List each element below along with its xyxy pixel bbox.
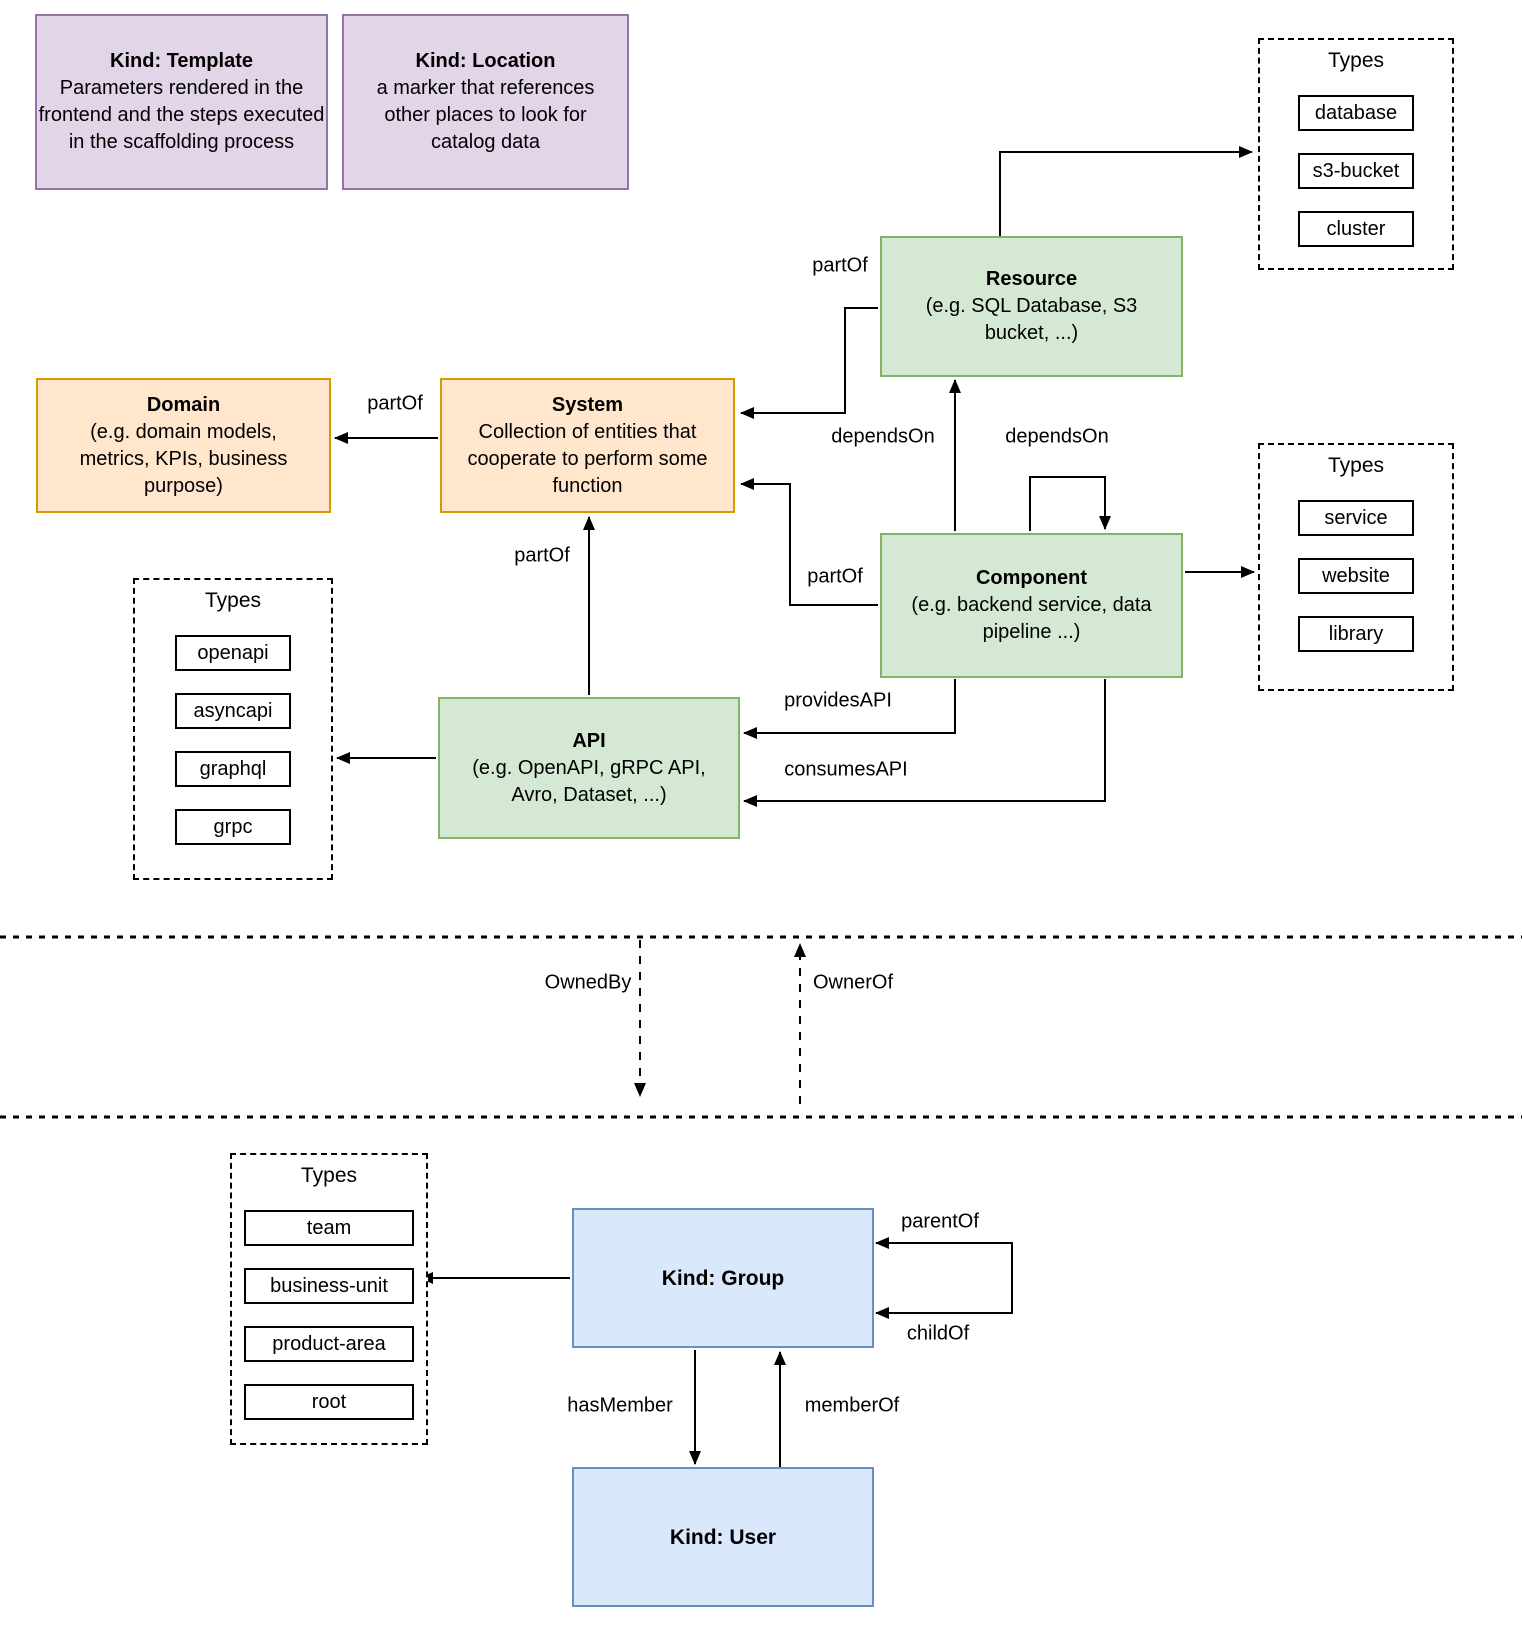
type-item: openapi (175, 635, 291, 671)
edge-label-childof: childOf (903, 1322, 973, 1346)
type-item: s3-bucket (1298, 153, 1414, 189)
node-description: (e.g. domain models, metrics, KPIs, busi… (79, 420, 288, 497)
node-system: System Collection of entities that coope… (440, 378, 735, 513)
edge-resource-to-types (999, 146, 1253, 236)
edge-label-hasmember: hasMember (564, 1394, 676, 1418)
node-title: Kind: Group (661, 1266, 785, 1290)
node-title: Kind: Location (415, 50, 556, 72)
node-kind-template: Kind: Template Parameters rendered in th… (35, 14, 328, 190)
type-item: library (1298, 616, 1414, 652)
node-title: Resource (985, 268, 1078, 290)
node-api: API (e.g. OpenAPI, gRPC API, Avro, Datas… (438, 697, 740, 839)
edge-group-parentof-childof-loop (875, 1237, 1013, 1319)
node-resource: Resource (e.g. SQL Database, S3 bucket, … (880, 236, 1183, 377)
type-item: service (1298, 500, 1414, 536)
node-kind-user: Kind: User (572, 1467, 874, 1607)
edge-label-partof-api-system: partOf (511, 544, 573, 568)
type-item: root (244, 1384, 414, 1420)
edge-label-consumesapi: consumesAPI (781, 758, 911, 782)
edge-label-partof-component-system: partOf (804, 565, 866, 589)
node-description: (e.g. OpenAPI, gRPC API, Avro, Dataset, … (472, 756, 706, 806)
edge-label-partof-system-domain: partOf (364, 392, 426, 416)
edge-label-partof-resource-system: partOf (809, 254, 871, 278)
types-panel-component: Types service website library (1258, 443, 1454, 691)
types-panel-group: Types team business-unit product-area ro… (230, 1153, 428, 1445)
type-item: product-area (244, 1326, 414, 1362)
node-title: Domain (146, 393, 221, 416)
node-domain: Domain (e.g. domain models, metrics, KPI… (36, 378, 331, 513)
types-panel-title: Types (1327, 454, 1385, 477)
node-kind-location: Kind: Location a marker that references … (342, 14, 629, 190)
types-panel-api: Types openapi asyncapi graphql grpc (133, 578, 333, 880)
type-item: database (1298, 95, 1414, 131)
type-item: graphql (175, 751, 291, 787)
type-item: business-unit (244, 1268, 414, 1304)
types-panel-resource: Types database s3-bucket cluster (1258, 38, 1454, 270)
type-item: grpc (175, 809, 291, 845)
edge-component-consumesapi (743, 679, 1106, 807)
edge-label-dependson-self: dependsOn (1002, 425, 1112, 449)
node-description: (e.g. SQL Database, S3 bucket, ...) (925, 295, 1138, 344)
node-title: Component (975, 567, 1088, 589)
type-item: website (1298, 558, 1414, 594)
node-title: Kind: User (669, 1525, 777, 1549)
edge-resource-partof-system (740, 307, 878, 419)
node-description: (e.g. backend service, data pipeline ...… (911, 594, 1152, 643)
edge-component-partof-system (740, 478, 878, 606)
edge-label-ownerof: OwnerOf (809, 971, 897, 995)
node-description: a marker that references other places to… (376, 77, 595, 153)
type-item: asyncapi (175, 693, 291, 729)
node-description: Parameters rendered in the frontend and … (38, 77, 325, 153)
edge-label-memberof: memberOf (801, 1394, 903, 1418)
node-description: Collection of entities that cooperate to… (467, 420, 708, 497)
types-panel-title: Types (300, 1164, 358, 1187)
types-panel-title: Types (1327, 49, 1385, 72)
edge-label-providesapi: providesAPI (781, 689, 895, 713)
node-kind-group: Kind: Group (572, 1208, 874, 1348)
edge-component-dependson-self (1029, 476, 1111, 531)
types-panel-title: Types (204, 589, 262, 612)
type-item: team (244, 1210, 414, 1246)
edge-component-providesapi (743, 679, 956, 739)
edge-label-dependson-resource: dependsOn (828, 425, 938, 449)
node-title: Kind: Template (110, 50, 253, 72)
node-component: Component (e.g. backend service, data pi… (880, 533, 1183, 678)
node-title: System (551, 393, 624, 416)
edge-label-ownedby: OwnedBy (541, 971, 635, 995)
node-title: API (572, 729, 606, 752)
edge-label-parentof: parentOf (898, 1210, 982, 1234)
type-item: cluster (1298, 211, 1414, 247)
